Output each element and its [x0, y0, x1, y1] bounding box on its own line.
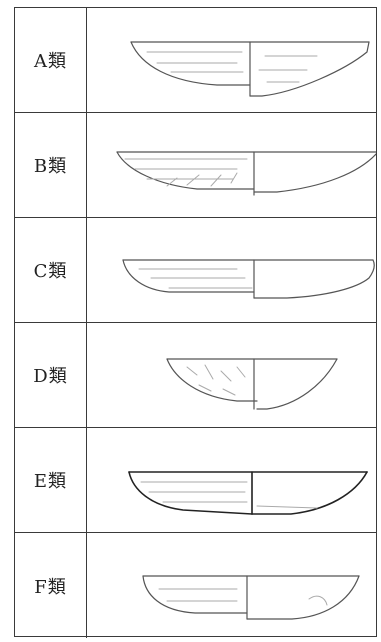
row-type-a: A類: [15, 8, 376, 113]
type-label-a: A類: [15, 8, 87, 112]
vessel-drawing-c: [87, 218, 376, 322]
type-label-b: B類: [15, 113, 87, 217]
row-type-d: D類: [15, 323, 376, 428]
vessel-profile-b: [116, 151, 376, 196]
row-type-b: B類: [15, 113, 376, 218]
vessel-drawing-a: [87, 8, 376, 112]
type-label-e: E類: [15, 428, 87, 532]
row-type-f: F類: [15, 533, 376, 638]
row-type-c: C類: [15, 218, 376, 323]
vessel-drawing-d: [87, 323, 376, 427]
vessel-profile-a: [130, 41, 370, 97]
type-label-d: D類: [15, 323, 87, 427]
vessel-type-table: A類 B類 C類: [14, 7, 377, 638]
vessel-drawing-e: [87, 428, 376, 532]
type-label-f: F類: [15, 533, 87, 638]
vessel-drawing-f: [87, 533, 376, 638]
vessel-drawing-b: [87, 113, 376, 217]
type-label-c: C類: [15, 218, 87, 322]
vessel-profile-d: [166, 358, 338, 410]
vessel-profile-c: [122, 259, 375, 299]
vessel-profile-f: [142, 575, 360, 620]
row-type-e: E類: [15, 428, 376, 533]
vessel-profile-e: [128, 471, 368, 515]
